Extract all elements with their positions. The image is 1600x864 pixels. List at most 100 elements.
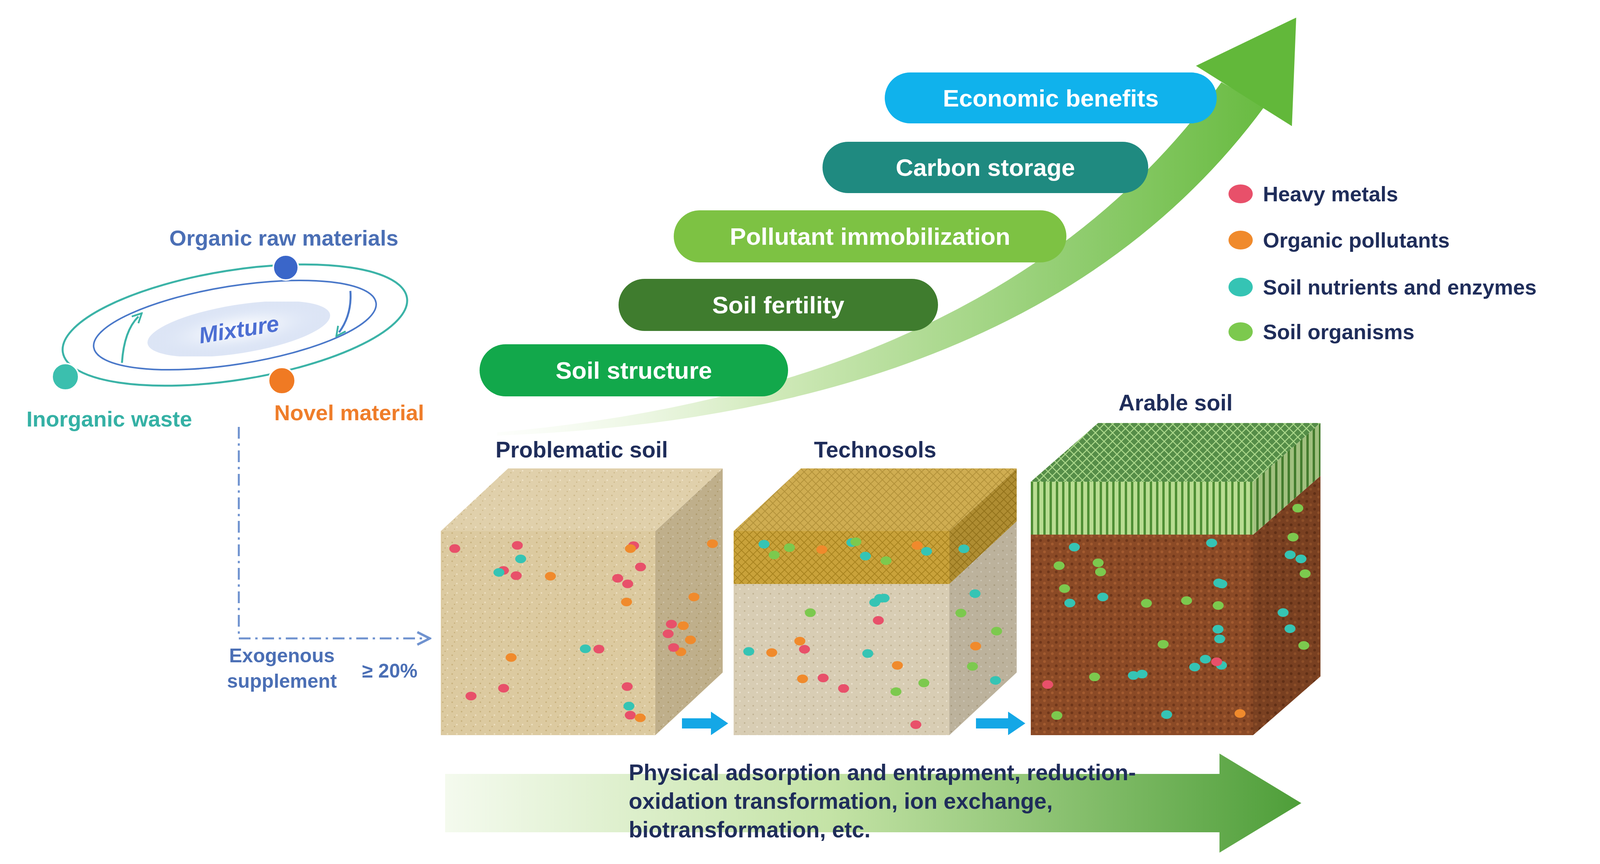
cube-front bbox=[440, 530, 656, 735]
inorganic-dot bbox=[52, 363, 79, 390]
annotation-label: Novel material bbox=[274, 399, 425, 426]
particle-dot bbox=[612, 573, 624, 583]
novel-dot bbox=[268, 367, 296, 394]
particle-dot bbox=[1092, 558, 1104, 567]
particle-dot bbox=[921, 546, 933, 556]
particle-dot bbox=[665, 619, 677, 628]
particle-dot bbox=[958, 544, 970, 553]
benefit-pill: Soil fertility bbox=[618, 278, 938, 331]
particle-dot bbox=[850, 537, 862, 546]
particle-dot bbox=[918, 678, 930, 688]
ellipse-fill bbox=[144, 301, 333, 357]
cube-light bbox=[440, 468, 723, 531]
pill-label: Soil fertility bbox=[712, 290, 845, 319]
legend-row: Heavy metals bbox=[1228, 181, 1398, 207]
particle-dot bbox=[624, 710, 636, 720]
particle-dot bbox=[804, 607, 816, 617]
annotation-label: Inorganic waste bbox=[26, 405, 192, 432]
particle-dot bbox=[1064, 598, 1076, 608]
particle-dot bbox=[493, 568, 505, 577]
particle-dot bbox=[969, 589, 981, 598]
particle-dot bbox=[1211, 657, 1223, 666]
flow-arrow bbox=[975, 717, 1009, 729]
annotation-label: Organic raw materials bbox=[169, 225, 399, 251]
particle-dot bbox=[1206, 538, 1218, 547]
legend-label: Soil organisms bbox=[1262, 319, 1415, 344]
particle-dot bbox=[955, 608, 967, 617]
particle-dot bbox=[544, 571, 556, 581]
particle-dot bbox=[1140, 598, 1152, 608]
particle-dot bbox=[970, 641, 982, 651]
cube-heading: Problematic soil bbox=[440, 436, 723, 463]
pill-label: Economic benefits bbox=[942, 84, 1159, 112]
particle-dot bbox=[1127, 671, 1139, 680]
particle-dot bbox=[668, 642, 680, 652]
soil-cube: Arable soil bbox=[1030, 389, 1321, 735]
orbit-outer bbox=[54, 243, 416, 407]
particle-dot bbox=[890, 687, 902, 696]
cube-light bbox=[733, 468, 1017, 531]
particle-dot bbox=[1094, 567, 1106, 576]
particle-dot bbox=[874, 593, 886, 603]
particle-dot bbox=[1212, 624, 1224, 634]
particle-dot bbox=[758, 539, 770, 549]
cube-body bbox=[1030, 422, 1321, 735]
benefit-pill: Economic benefits bbox=[884, 72, 1217, 124]
particle-dot bbox=[766, 647, 778, 657]
particle-dot bbox=[1277, 607, 1289, 617]
cube-front bbox=[1030, 481, 1254, 535]
annotation-label: ≥ 20% bbox=[362, 659, 418, 682]
particle-dot bbox=[685, 635, 697, 644]
flow-arrow bbox=[681, 717, 711, 729]
particle-dot bbox=[512, 540, 524, 550]
particle-dot bbox=[593, 644, 605, 653]
legend-label: Organic pollutants bbox=[1262, 227, 1450, 253]
particle-dot bbox=[880, 555, 892, 565]
orbit bbox=[54, 243, 416, 407]
particle-dot bbox=[1287, 532, 1299, 542]
particle-dot bbox=[515, 554, 527, 563]
particle-dot bbox=[688, 592, 700, 601]
pill-label: Carbon storage bbox=[895, 153, 1076, 182]
particle-dot bbox=[743, 646, 755, 656]
orbit-inner bbox=[87, 263, 383, 387]
cube-svg bbox=[1030, 389, 1321, 735]
legend-swatch bbox=[1228, 322, 1253, 341]
legend-row: Soil nutrients and enzymes bbox=[1228, 274, 1537, 300]
rising-arrow bbox=[497, 17, 1297, 436]
particle-dot bbox=[1298, 640, 1310, 650]
cube-svg bbox=[733, 436, 1017, 735]
cube-front bbox=[733, 530, 950, 584]
particle-dot bbox=[1053, 560, 1065, 570]
particle-dot bbox=[860, 551, 872, 561]
particle-dot bbox=[816, 544, 828, 554]
particle-dot bbox=[623, 701, 635, 711]
particle-dot bbox=[1189, 662, 1201, 672]
cube-svg bbox=[440, 436, 723, 735]
particle-dot bbox=[624, 544, 636, 553]
particle-dot bbox=[1068, 542, 1080, 552]
legend-label: Soil nutrients and enzymes bbox=[1262, 274, 1537, 300]
particle-dot bbox=[621, 681, 633, 691]
particle-dot bbox=[873, 615, 884, 625]
particle-dot bbox=[505, 652, 517, 662]
particle-dot bbox=[966, 661, 978, 671]
particle-dot bbox=[1214, 634, 1226, 643]
arrow-body bbox=[497, 82, 1265, 436]
cube-top bbox=[733, 468, 1017, 531]
particle-dot bbox=[1295, 554, 1307, 563]
cube-front bbox=[733, 583, 950, 735]
particle-dot bbox=[497, 683, 509, 693]
soil-cube: Technosols bbox=[733, 436, 1017, 735]
orbit-arrow bbox=[115, 316, 145, 363]
particle-dot bbox=[783, 542, 795, 552]
particle-dot bbox=[1284, 550, 1296, 559]
particle-dot bbox=[991, 626, 1003, 635]
particle-dot bbox=[620, 597, 632, 607]
particle-dot bbox=[707, 539, 718, 548]
supplement-arrow bbox=[238, 426, 430, 639]
particle-dot bbox=[677, 621, 689, 630]
legend-row: Soil organisms bbox=[1228, 319, 1415, 345]
particle-dot bbox=[1157, 639, 1169, 649]
